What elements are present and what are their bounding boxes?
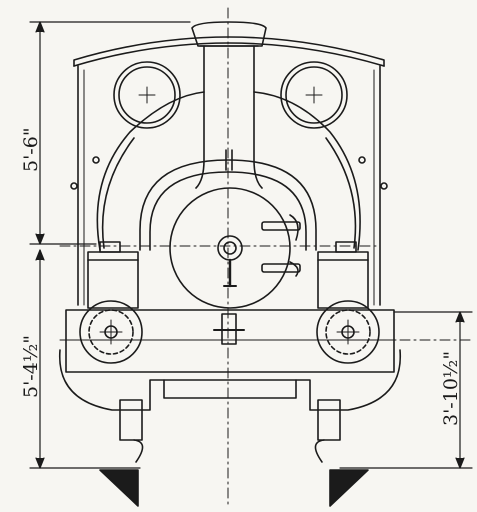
- smokebox: [139, 149, 317, 309]
- dimension-buffer-height-label: 3'-10½": [440, 350, 462, 426]
- sand-box-left: [87, 241, 139, 309]
- cab-roof: [73, 36, 385, 306]
- saddle-tank: [96, 91, 361, 251]
- dimension-lines: [29, 21, 473, 469]
- cab-window-right: [280, 61, 348, 129]
- chimney: [191, 21, 267, 189]
- buffer-beam: [65, 309, 395, 373]
- handrail-knobs: [70, 156, 388, 190]
- buffer-right: [316, 300, 380, 364]
- dimension-upper-height-label: 5'-6": [20, 127, 42, 172]
- sand-box-right: [317, 241, 369, 309]
- buffer-left: [79, 300, 143, 364]
- rail-markers: [99, 469, 369, 507]
- cab-window-left: [113, 61, 181, 129]
- dimension-lower-height-label: 5'-4½": [20, 335, 42, 398]
- door-hinges: [261, 214, 301, 277]
- lower-frame: [59, 349, 401, 463]
